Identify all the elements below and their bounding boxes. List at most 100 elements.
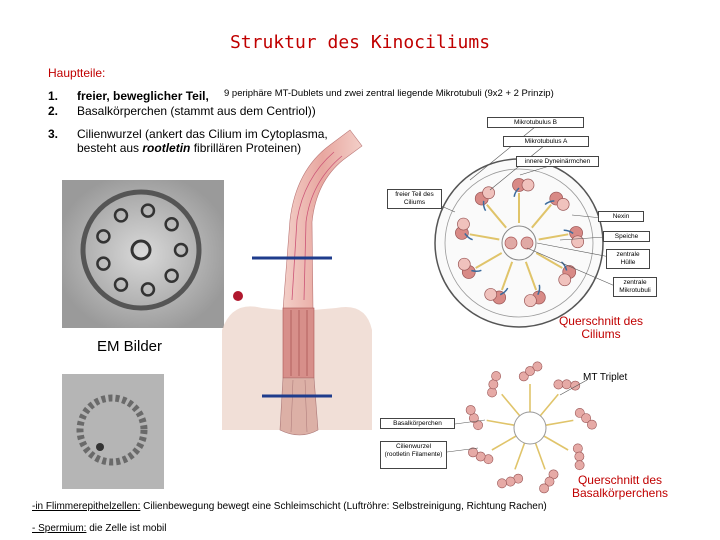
triplet-tubule — [544, 476, 555, 487]
triplet-tubule — [581, 413, 592, 424]
em-doublet — [140, 282, 156, 297]
label-dyneinaermchen: innere Dyneinärmchen — [516, 156, 599, 167]
radial-spoke — [535, 252, 563, 269]
microtubule-b — [524, 294, 537, 307]
item-3-number: 3. — [48, 127, 59, 141]
triplet-tubule — [572, 443, 583, 454]
triplet-tubule — [574, 451, 585, 462]
basal-hub — [513, 411, 547, 445]
triplet-tubule — [532, 361, 543, 372]
footer-line-2-text: die Zelle ist mobil — [86, 523, 167, 534]
em-doublet — [113, 208, 129, 223]
microtubule-b — [556, 198, 570, 211]
triplet-tubule — [587, 419, 597, 430]
dynein-arm — [563, 229, 574, 235]
label-speiche: Speiche — [603, 231, 650, 242]
label-querschnitt-basal: Querschnitt des Basalkörperchens — [571, 473, 669, 500]
radial-spoke — [538, 233, 569, 241]
item-1-number: 1. — [48, 89, 59, 103]
microtubule-b — [521, 178, 535, 192]
label-nexin: Nexin — [598, 211, 644, 222]
em-doublet — [173, 242, 189, 258]
basal-spoke — [534, 442, 546, 470]
triplet-tubule — [561, 379, 572, 390]
item-2-number: 2. — [48, 104, 59, 118]
triplet-tubule — [491, 371, 502, 381]
radial-spoke — [524, 261, 538, 291]
em-doublet — [113, 277, 129, 292]
item-3-line-2: besteht aus rootletin fibrillären Protei… — [77, 141, 328, 155]
microtubule-b — [484, 288, 498, 301]
microtubule-b — [482, 186, 495, 200]
red-star-marker — [233, 291, 243, 301]
triplet-tubule — [574, 408, 585, 418]
label-zentrale-mikrotubuli: zentrale Mikrotubuli — [613, 277, 657, 297]
em-doublet — [96, 229, 111, 244]
em-central-pair — [130, 239, 152, 261]
dynein-arm — [537, 284, 541, 296]
radial-spoke — [486, 204, 507, 229]
central-microtubule-right — [520, 236, 534, 250]
dynein-arm — [464, 233, 473, 241]
basal-spoke — [486, 419, 515, 427]
microtubule-b — [457, 257, 471, 271]
item-1-note: 9 periphäre MT-Dublets und zwei zentral … — [224, 88, 554, 99]
label-querschnitt-cilium: Querschnitt des Ciliums — [558, 314, 644, 341]
cross-section-cilium — [434, 158, 604, 328]
em-doublets — [96, 203, 189, 297]
microtubule-b — [457, 217, 470, 231]
label-mt-triplet: MT Triplet — [583, 372, 628, 383]
radial-spoke — [469, 233, 500, 241]
em-bilder-label: EM Bilder — [97, 338, 163, 355]
em-doublet — [140, 203, 156, 218]
cross-section-basal-body — [465, 361, 597, 494]
em-doublet — [96, 256, 111, 271]
microtubule-b — [571, 235, 585, 249]
em-doublet — [164, 268, 179, 283]
triplet-tubule — [570, 380, 581, 391]
label-mikrotubulus-a: Mikrotubulus A — [503, 136, 589, 147]
microtubule-b — [558, 273, 572, 287]
basal-spoke — [539, 393, 559, 417]
triplet-tubule — [505, 476, 516, 487]
basal-spoke — [514, 442, 526, 470]
triplet-tubule — [468, 447, 478, 458]
radial-spoke — [475, 252, 503, 269]
footer-line-1-text: Cilienbewegung bewegt eine Schleimschich… — [140, 501, 547, 512]
item-3-line-2-pre: besteht aus — [77, 141, 143, 155]
item-3-text: Cilienwurzel (ankert das Cilium im Cytop… — [77, 127, 328, 155]
basal-spoke — [545, 419, 574, 427]
peripheral-doublets — [455, 178, 585, 307]
triplet-tubule — [574, 460, 585, 471]
label-mikrotubulus-b: Mikrotubulus B — [487, 117, 584, 128]
triplet-tubule — [525, 366, 535, 376]
dynein-arm — [482, 200, 487, 212]
page-title: Struktur des Kinociliums — [229, 32, 491, 53]
peripheral-triplets — [465, 361, 597, 494]
footer-line-1: -in Flimmerepithelzellen: Cilienbewegung… — [32, 501, 547, 512]
footer-line-1-link: -in Flimmerepithelzellen: — [32, 501, 141, 512]
radial-spoke — [531, 204, 552, 229]
em-image-basal-body — [62, 374, 164, 489]
dynein-arm — [513, 187, 520, 197]
item-3-rootletin: rootletin — [142, 141, 191, 155]
triplet-tubule — [488, 379, 499, 390]
item-3-line-2-post: fibrillären Proteinen) — [190, 141, 302, 155]
em-doublet — [164, 217, 179, 232]
triplet-tubule — [465, 405, 476, 415]
footer-line-2-link: - Spermium: — [32, 523, 87, 534]
item-2-text: Basalkörperchen (stammt aus dem Centriol… — [77, 104, 316, 118]
triplet-tubule — [475, 451, 486, 462]
label-zentrale-huelle: zentrale Hülle — [606, 249, 650, 269]
radial-spoke — [500, 261, 514, 291]
triplet-tubule — [553, 379, 564, 390]
dynein-arm — [471, 269, 482, 273]
triplet-tubule — [539, 483, 549, 494]
item-3-line-1: Cilienwurzel (ankert das Cilium im Cytop… — [77, 127, 328, 141]
cilium-longitudinal — [222, 129, 372, 436]
label-basalkoerperchen: Basalkörperchen — [380, 418, 455, 429]
central-sheath — [501, 225, 537, 261]
label-freier-teil: freier Teil des Ciliums — [387, 189, 442, 209]
triplet-tubule — [518, 371, 529, 382]
